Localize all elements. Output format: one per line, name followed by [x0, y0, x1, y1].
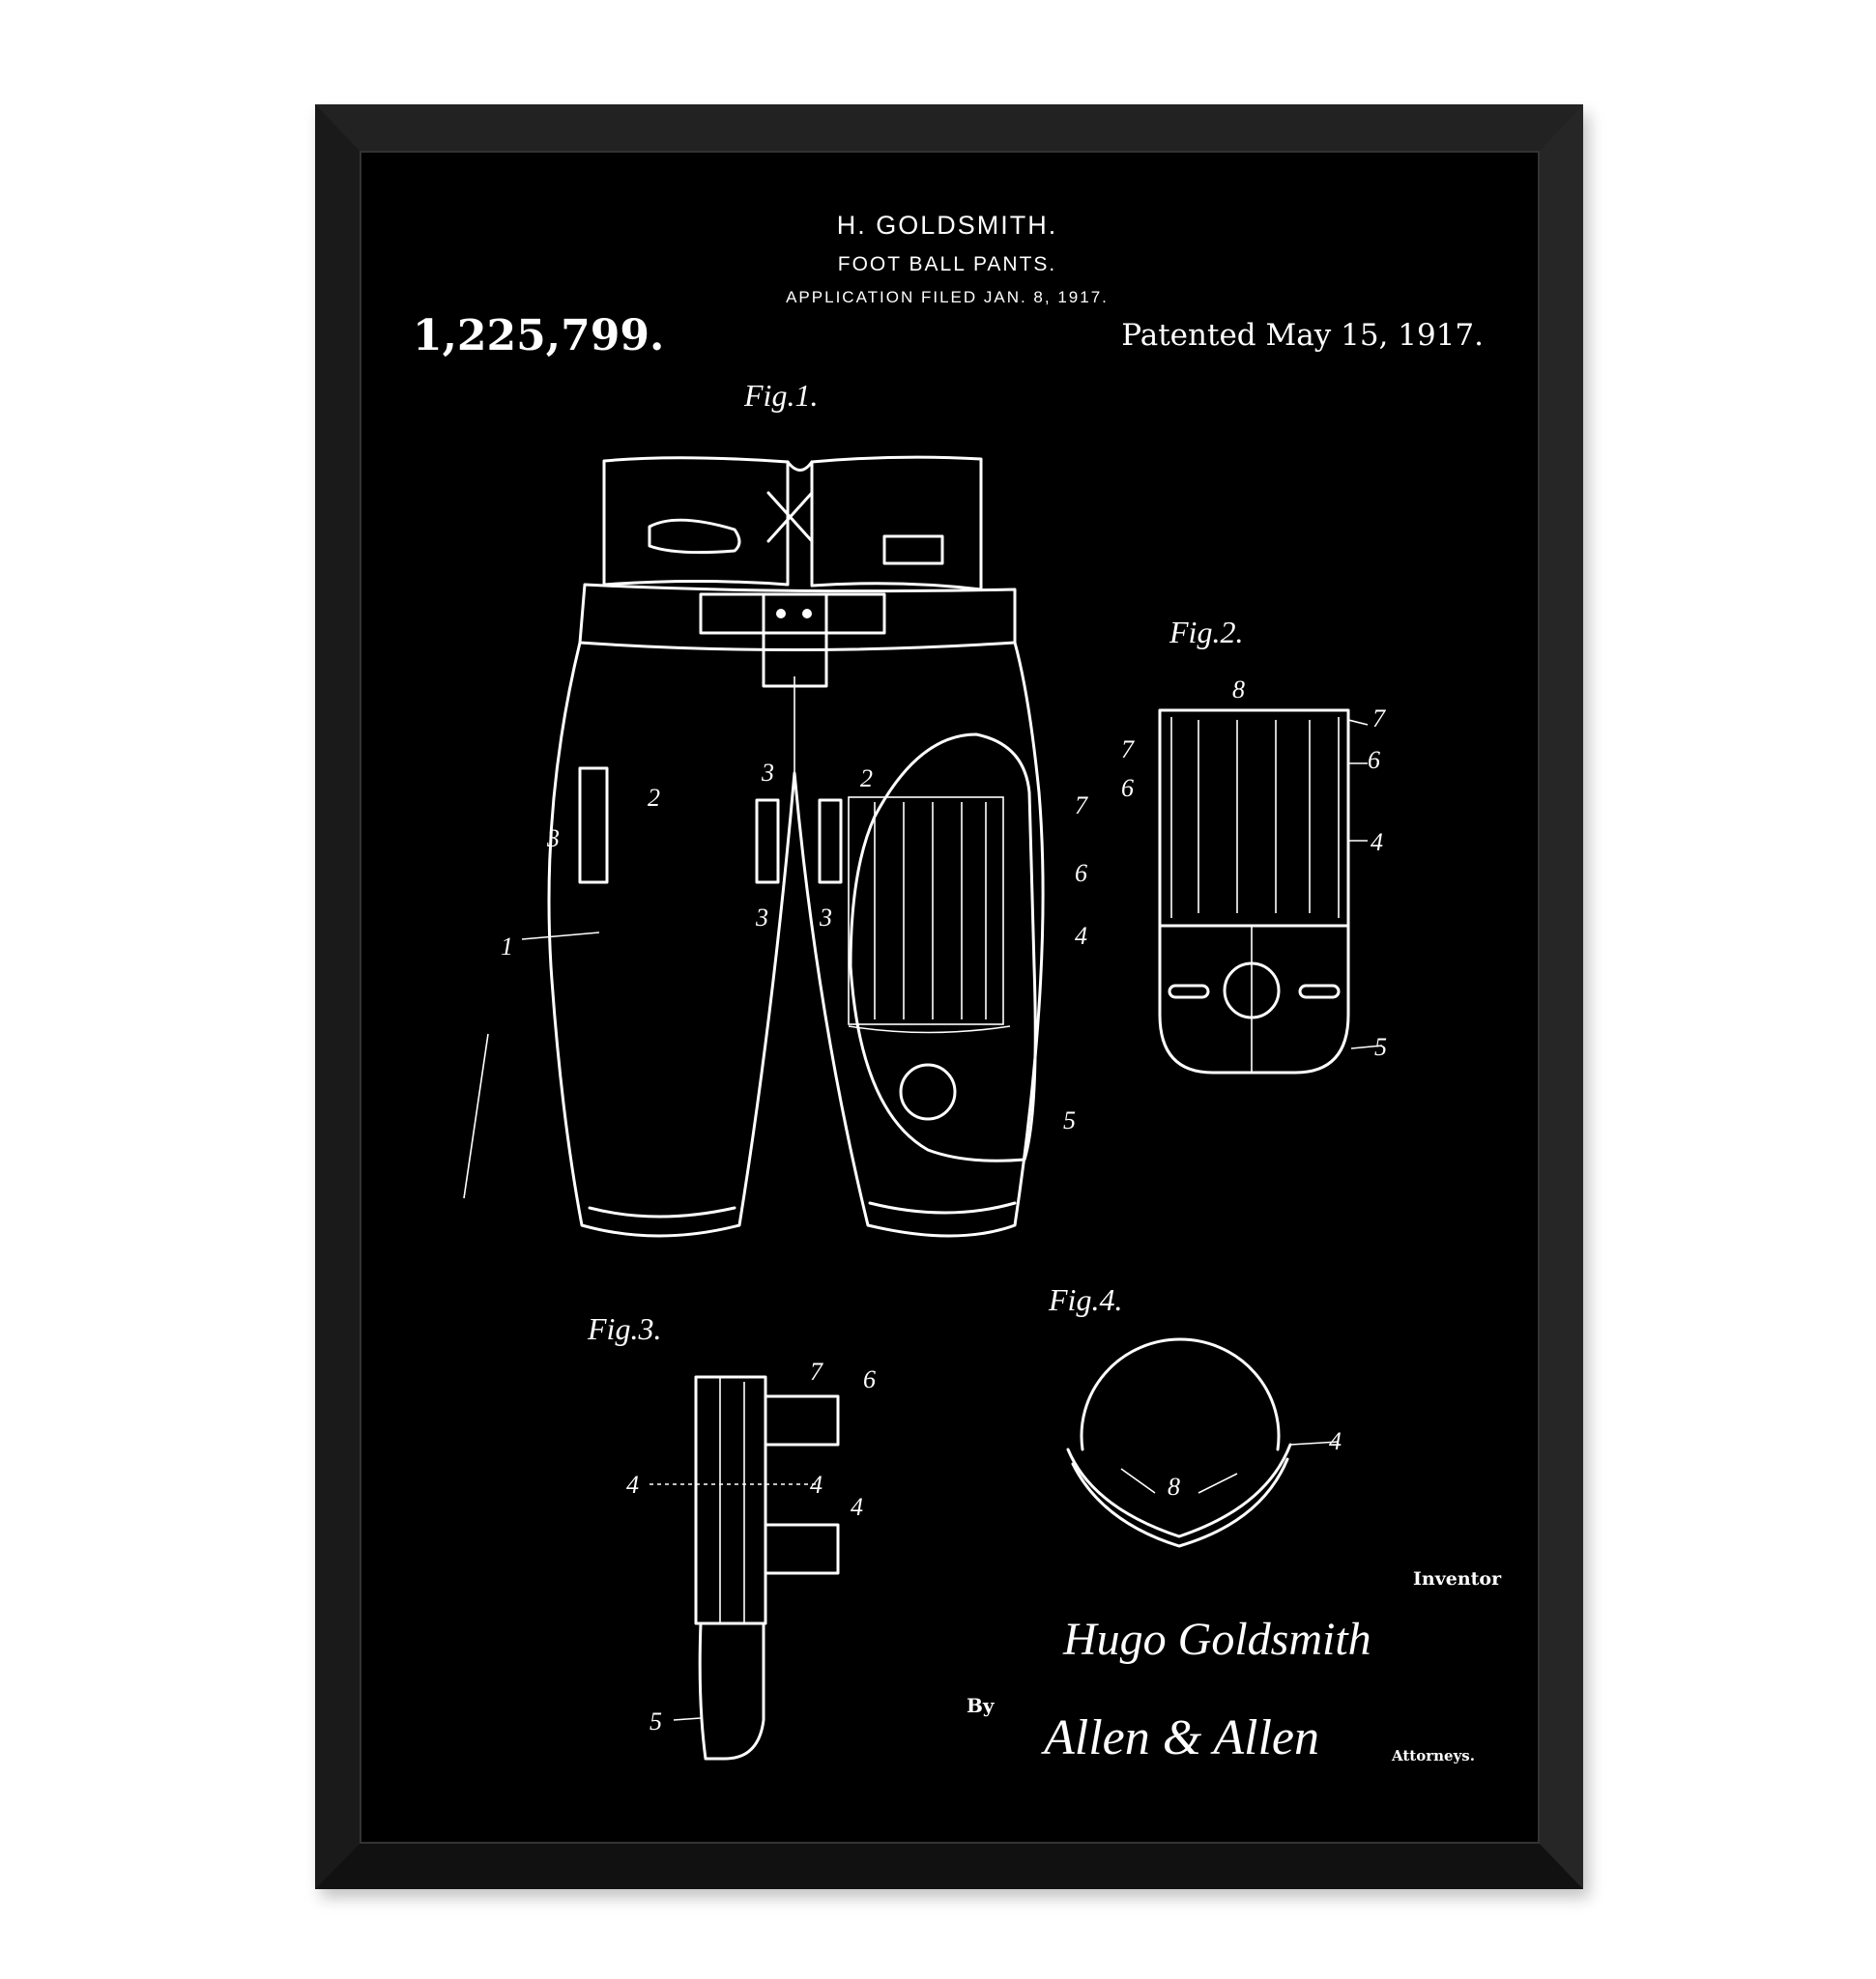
svg-text:3: 3: [755, 903, 768, 932]
svg-text:4: 4: [626, 1471, 639, 1499]
svg-text:7: 7: [1075, 791, 1088, 819]
svg-text:4: 4: [1371, 828, 1383, 856]
inventor-header: H. GOLDSMITH.: [837, 211, 1058, 240]
svg-text:2: 2: [860, 764, 873, 792]
fig4-reference-numerals: 4 8: [1168, 1427, 1342, 1501]
svg-text:6: 6: [1368, 746, 1380, 774]
fig1-reference-numerals: 1 2 3 3 2 3 3 7 6 4 5: [501, 759, 1088, 1134]
svg-text:2: 2: [648, 784, 660, 812]
inventor-label: Inventor: [1413, 1568, 1502, 1590]
svg-text:6: 6: [863, 1365, 876, 1393]
poster-paper: [360, 151, 1540, 1844]
fig4-caption: Fig.4.: [1048, 1282, 1122, 1317]
svg-text:4: 4: [851, 1493, 863, 1521]
fig1-pants-drawing: [463, 455, 1045, 1238]
svg-text:6: 6: [1075, 859, 1087, 887]
svg-text:6: 6: [1121, 774, 1134, 802]
patented-date: Patented May 15, 1917.: [1121, 318, 1484, 353]
svg-text:4: 4: [1075, 922, 1087, 950]
inventor-signature: Hugo Goldsmith: [1062, 1614, 1371, 1665]
patent-number: 1,225,799.: [413, 311, 664, 360]
fig2-reference-numerals: 8 7 6 7 6 4 5: [1121, 675, 1387, 1061]
application-date: APPLICATION FILED JAN. 8, 1917.: [786, 288, 1109, 306]
fig3-side-view-drawing: [649, 1375, 840, 1761]
svg-text:8: 8: [1232, 675, 1245, 703]
svg-text:4: 4: [1329, 1427, 1342, 1455]
svg-text:3: 3: [761, 759, 774, 787]
fig4-cross-section-drawing: [1066, 1337, 1340, 1548]
svg-text:1: 1: [501, 932, 513, 961]
svg-text:4: 4: [810, 1471, 823, 1499]
fig2-caption: Fig.2.: [1169, 615, 1243, 649]
by-label: By: [967, 1694, 996, 1717]
fig3-caption: Fig.3.: [587, 1311, 661, 1346]
svg-text:3: 3: [546, 824, 560, 852]
svg-text:7: 7: [1121, 735, 1135, 763]
fig2-pad-drawing: [1158, 708, 1383, 1075]
svg-text:3: 3: [819, 903, 832, 932]
svg-text:7: 7: [1372, 704, 1386, 732]
svg-text:7: 7: [810, 1358, 823, 1386]
fig1-caption: Fig.1.: [743, 378, 818, 413]
fig3-reference-numerals: 7 6 4 4 4 5: [626, 1358, 876, 1735]
attorney-label: Attorneys.: [1391, 1747, 1475, 1764]
svg-text:5: 5: [1374, 1033, 1387, 1061]
patent-title: FOOT BALL PANTS.: [838, 253, 1057, 275]
svg-text:5: 5: [1063, 1106, 1076, 1134]
attorney-signature: Allen & Allen: [1041, 1710, 1319, 1765]
svg-text:5: 5: [649, 1707, 662, 1735]
svg-text:8: 8: [1168, 1473, 1180, 1501]
